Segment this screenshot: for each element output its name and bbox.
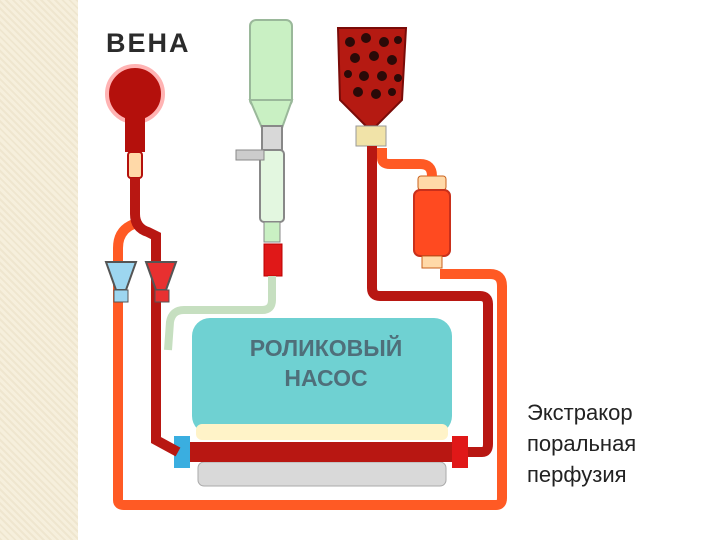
pump-tube xyxy=(178,442,468,462)
funnel-right-neck xyxy=(154,289,170,303)
saline-bottle xyxy=(235,19,294,243)
vein-label: ВЕНА xyxy=(106,28,191,58)
caption-line2: поральная xyxy=(527,431,637,456)
return-tube xyxy=(113,248,507,510)
saline-line xyxy=(164,276,276,351)
pump-label-line1: РОЛИКОВЫЙ xyxy=(249,335,403,361)
pump-outlet-clamp xyxy=(452,436,468,468)
donor-blood-bottle xyxy=(336,27,408,147)
caption-line3: перфузия xyxy=(527,462,627,487)
funnel-right xyxy=(144,261,178,291)
blood-filter xyxy=(413,175,451,269)
decorative-divider xyxy=(78,0,82,540)
vein-line xyxy=(125,118,145,152)
pump-label-line2: НАСОС xyxy=(284,365,368,391)
pump-roller xyxy=(196,424,448,440)
roller-pump-label: РОЛИКОВЫЙ НАСОС xyxy=(196,333,456,393)
caption-line1: Экстракор xyxy=(527,400,633,425)
pump-inlet-clamp xyxy=(174,436,190,468)
drip-clamp xyxy=(263,243,283,277)
pump-base xyxy=(197,461,447,487)
vein-blood-reservoir xyxy=(105,64,165,124)
perfusion-diagram xyxy=(104,19,507,510)
return-tube-joint xyxy=(113,219,137,249)
arterial-line xyxy=(130,178,181,457)
slide-caption: Экстракор поральная перфузия xyxy=(527,397,636,490)
decorative-side-strip xyxy=(0,0,78,540)
roller-pump-body xyxy=(192,318,452,434)
funnel-left-neck xyxy=(113,289,129,303)
bottle-to-filter-tube xyxy=(377,148,437,177)
outlet-line xyxy=(367,146,493,457)
vein-connector xyxy=(127,151,143,179)
funnel-left xyxy=(104,261,138,291)
